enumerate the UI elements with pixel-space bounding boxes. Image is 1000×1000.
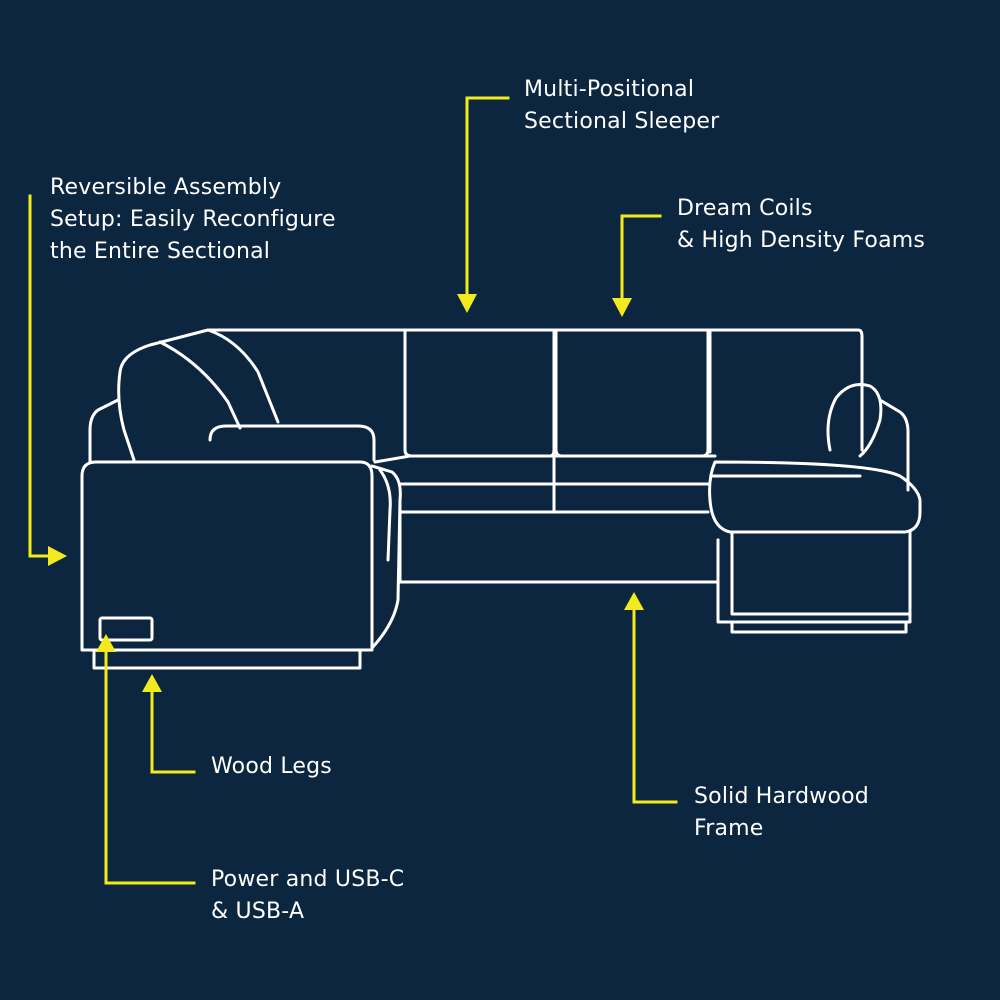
back-cushion-1 bbox=[403, 328, 556, 458]
label-frame-line2: Frame bbox=[694, 816, 764, 841]
power-outlet bbox=[98, 616, 154, 642]
left-arm-pillow bbox=[208, 424, 376, 462]
label-reversible-line3: the Entire Sectional bbox=[50, 239, 271, 264]
power-leader bbox=[104, 648, 196, 885]
label-reversible-line2: Setup: Easily Reconfigure bbox=[50, 207, 336, 232]
label-coils: Dream Coils & High Density Foams bbox=[677, 193, 925, 257]
label-legs-line1: Wood Legs bbox=[211, 754, 332, 779]
reversible-leader bbox=[28, 194, 52, 558]
label-coils-line2: & High Density Foams bbox=[677, 228, 926, 253]
label-sleeper-line1: Multi-Positional bbox=[524, 77, 695, 102]
label-coils-line1: Dream Coils bbox=[677, 196, 813, 221]
label-reversible: Reversible Assembly Setup: Easily Reconf… bbox=[50, 172, 336, 268]
seat-top-line bbox=[373, 454, 717, 464]
legs-leader bbox=[150, 688, 196, 774]
label-reversible-line1: Reversible Assembly bbox=[50, 175, 282, 200]
label-sleeper: Multi-Positional Sectional Sleeper bbox=[524, 74, 719, 138]
back-cushion-2 bbox=[554, 328, 710, 458]
right-pillow bbox=[826, 383, 883, 458]
sectional-sofa bbox=[80, 328, 922, 670]
chaise-base-inner bbox=[730, 532, 910, 616]
chaise-cushion bbox=[708, 460, 922, 534]
chaise-foot bbox=[730, 620, 908, 634]
label-legs: Wood Legs bbox=[211, 751, 332, 783]
left-arm-side bbox=[370, 464, 402, 650]
label-power-line1: Power and USB-C bbox=[211, 867, 405, 892]
coils-leader bbox=[620, 214, 662, 300]
callout-arrowheads bbox=[48, 294, 644, 692]
power-arrow-icon bbox=[96, 634, 116, 652]
sleeper-arrow-icon bbox=[457, 294, 477, 313]
left-back-arm bbox=[88, 398, 120, 464]
label-power: Power and USB-C & USB-A bbox=[211, 864, 404, 928]
frame-arrow-icon bbox=[624, 592, 644, 610]
corner-back-cushion-inner bbox=[158, 340, 242, 430]
back-top bbox=[206, 328, 864, 452]
left-arm-side-inner bbox=[378, 468, 392, 562]
callouts bbox=[28, 96, 678, 885]
label-frame: Solid Hardwood Frame bbox=[694, 781, 869, 845]
sleeper-leader bbox=[465, 96, 510, 298]
corner-back-cushion bbox=[118, 328, 280, 424]
reversible-arrow-icon bbox=[48, 546, 67, 566]
chaise-base bbox=[716, 530, 912, 624]
legs-arrow-icon bbox=[142, 674, 162, 692]
frame-leader bbox=[632, 606, 678, 804]
corner-back-cushion-front bbox=[117, 370, 136, 462]
label-power-line2: & USB-A bbox=[211, 899, 305, 924]
right-back-arm bbox=[878, 398, 910, 492]
label-frame-line1: Solid Hardwood bbox=[694, 784, 869, 809]
left-base bbox=[92, 648, 362, 670]
left-arm-block bbox=[80, 460, 374, 652]
label-sleeper-line2: Sectional Sleeper bbox=[524, 109, 720, 134]
coils-arrow-icon bbox=[612, 298, 632, 317]
